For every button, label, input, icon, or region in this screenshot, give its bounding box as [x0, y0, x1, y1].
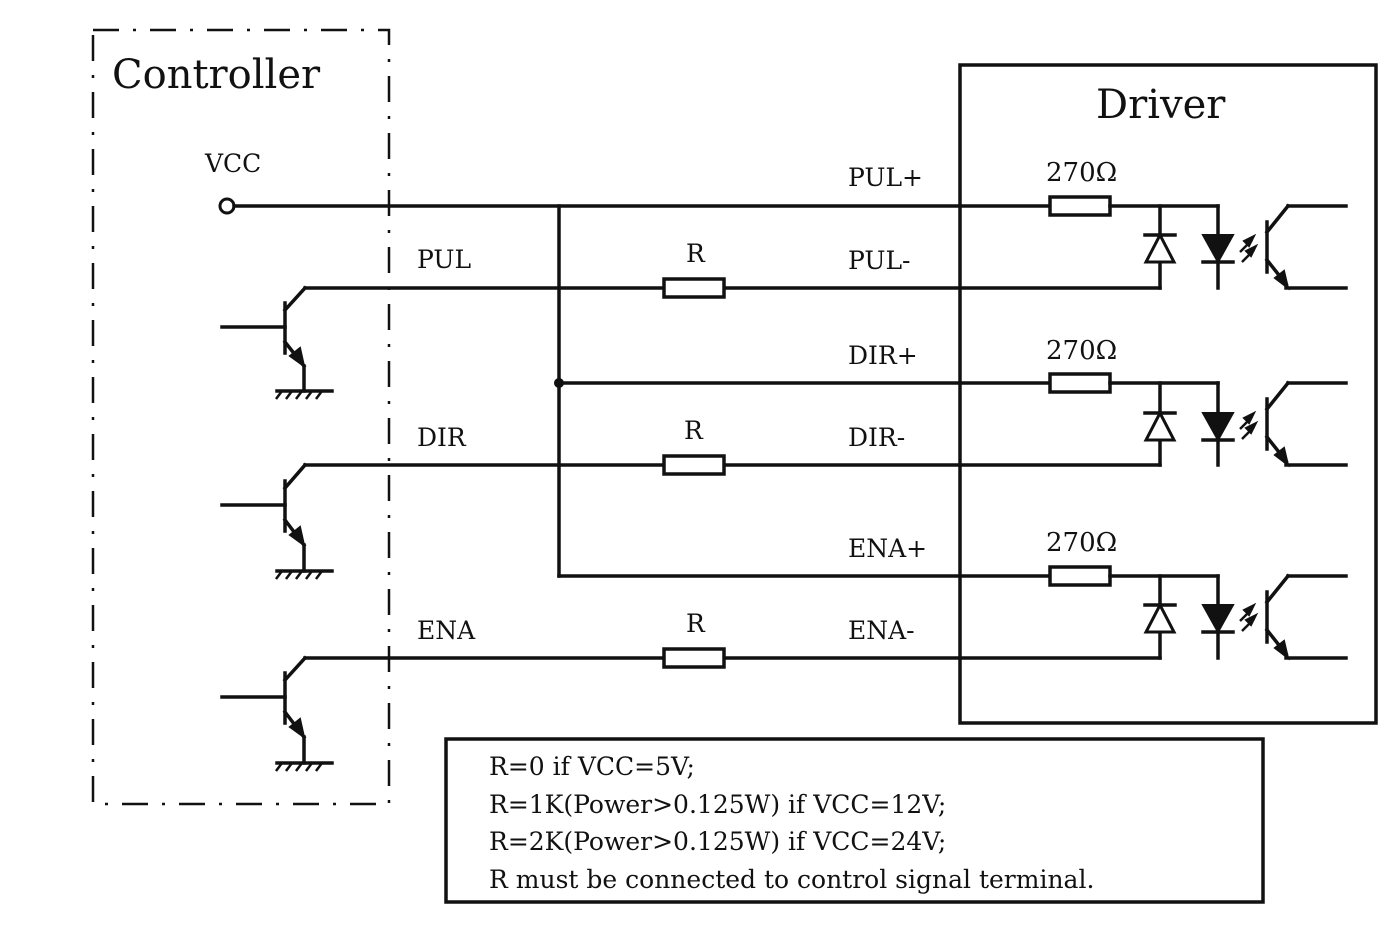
optocoupler-pul: 270Ω — [1046, 158, 1348, 291]
notes-box: R=0 if VCC=5V; R=1K(Power>0.125W) if VCC… — [444, 737, 1265, 904]
note-line-2: R=1K(Power>0.125W) if VCC=12V; — [489, 790, 946, 819]
optocoupler-ena: 270Ω — [1046, 528, 1348, 661]
series-resistor-label-ena: 270Ω — [1046, 528, 1117, 558]
controller-title: Controller — [112, 52, 321, 98]
external-resistor-pul — [662, 277, 726, 299]
external-resistor-dir — [662, 454, 726, 476]
note-line-3: R=2K(Power>0.125W) if VCC=24V; — [489, 827, 946, 856]
controller-transistor-dir — [220, 462, 334, 580]
vcc-label: VCC — [204, 149, 261, 178]
series-resistor-ena — [1048, 565, 1112, 587]
input-label-dir-plus: DIR+ — [848, 341, 918, 370]
series-resistor-dir — [1048, 372, 1112, 394]
controller-transistor-ena — [220, 655, 334, 772]
external-resistor-ena — [662, 647, 726, 669]
series-resistor-pul — [1048, 195, 1112, 217]
signal-label-dir: DIR — [417, 423, 467, 452]
note-line-4: R must be connected to control signal te… — [489, 865, 1094, 894]
signal-label-pul: PUL — [417, 245, 471, 274]
resistor-label-dir: R — [684, 416, 704, 445]
series-resistor-label-pul: 270Ω — [1046, 158, 1117, 188]
controller-transistor-pul — [220, 285, 334, 400]
input-label-ena-minus: ENA- — [848, 616, 915, 645]
input-label-pul-minus: PUL- — [848, 246, 911, 275]
controller-block: Controller VCC — [91, 28, 476, 806]
series-resistor-label-dir: 270Ω — [1046, 336, 1117, 366]
input-label-pul-plus: PUL+ — [848, 163, 923, 192]
optocoupler-dir: 270Ω — [1046, 336, 1348, 468]
resistor-label-ena: R — [686, 609, 706, 638]
input-label-dir-minus: DIR- — [848, 423, 905, 452]
vcc-terminal — [218, 197, 236, 215]
resistor-label-pul: R — [686, 239, 706, 268]
driver-block: Driver 270Ω 270Ω — [958, 63, 1378, 725]
input-label-ena-plus: ENA+ — [848, 534, 927, 563]
notes-boundary — [444, 737, 1265, 904]
signal-label-ena: ENA — [417, 616, 476, 645]
driver-boundary — [958, 63, 1378, 725]
wiring: R R R PUL+ PUL- DIR+ DIR- ENA+ ENA- — [232, 163, 1162, 669]
controller-boundary — [91, 28, 391, 806]
driver-title: Driver — [1096, 82, 1226, 128]
note-line-1: R=0 if VCC=5V; — [489, 752, 695, 781]
